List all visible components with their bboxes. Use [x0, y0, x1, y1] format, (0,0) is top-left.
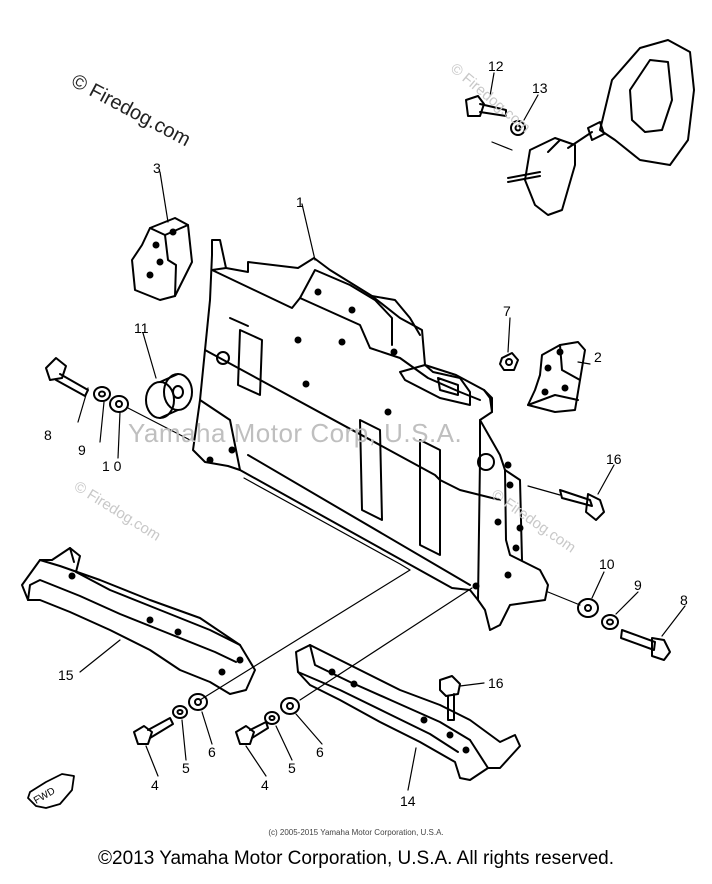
nut-7	[499, 352, 519, 371]
bolt-8-left	[45, 357, 89, 397]
label-part-1: 1	[296, 194, 304, 210]
label-part-9b: 9	[634, 577, 642, 593]
lockwasher-5-right	[264, 711, 280, 725]
label-part-16b: 16	[488, 675, 504, 691]
label-part-3: 3	[153, 160, 161, 176]
label-part-15: 15	[58, 667, 74, 683]
rail-15	[21, 547, 256, 695]
label-part-12: 12	[488, 58, 504, 74]
handle-assembly	[465, 39, 695, 216]
label-part-10a: 1 0	[102, 458, 122, 474]
label-part-2: 2	[594, 349, 602, 365]
part-labels: 1 2 3 4 4 5 5 6 6 7 8 8 9 9 1 0 10 11 12…	[44, 58, 688, 809]
copyright-footer: ©2013 Yamaha Motor Corporation, U.S.A. A…	[98, 848, 614, 869]
washer-10-left	[109, 395, 129, 413]
washer-10-right	[577, 598, 599, 618]
label-part-9a: 9	[78, 442, 86, 458]
bolt-16-lower	[439, 675, 461, 721]
label-part-13: 13	[532, 80, 548, 96]
label-part-4b: 4	[261, 777, 269, 793]
assembly-lines	[127, 141, 581, 701]
label-part-7: 7	[503, 303, 511, 319]
copyright-small: (c) 2005-2015 Yamaha Motor Corporation, …	[268, 828, 444, 837]
label-part-6b: 6	[316, 744, 324, 760]
label-part-11: 11	[134, 320, 149, 336]
washer-9-left	[93, 386, 111, 402]
bolt-8-right	[620, 629, 671, 661]
leader-lines	[77, 72, 686, 791]
washer-9-right	[601, 614, 619, 630]
label-part-6a: 6	[208, 744, 216, 760]
label-part-14: 14	[400, 793, 416, 809]
washer-6-left	[188, 693, 208, 711]
bolt-4-right	[235, 721, 269, 745]
watermark-corp: Yamaha Motor Corp, U.S.A.	[128, 418, 463, 448]
bolt-4-left	[133, 717, 174, 745]
label-part-10b: 10	[599, 556, 615, 572]
label-part-8b: 8	[680, 592, 688, 608]
label-part-4a: 4	[151, 777, 159, 793]
bracket-3	[131, 217, 193, 301]
label-part-16a: 16	[606, 451, 622, 467]
main-frame	[192, 239, 549, 631]
rubber-mount-11	[145, 373, 193, 419]
lockwasher-5-left	[172, 705, 188, 719]
bracket-2	[527, 341, 586, 413]
label-part-5a: 5	[182, 760, 190, 776]
rail-14	[295, 644, 521, 781]
label-part-5b: 5	[288, 760, 296, 776]
bolt-16-upper	[559, 489, 605, 521]
fwd-arrow-icon: FWD	[27, 773, 75, 809]
washer-6-right	[280, 697, 300, 715]
label-part-8a: 8	[44, 427, 52, 443]
